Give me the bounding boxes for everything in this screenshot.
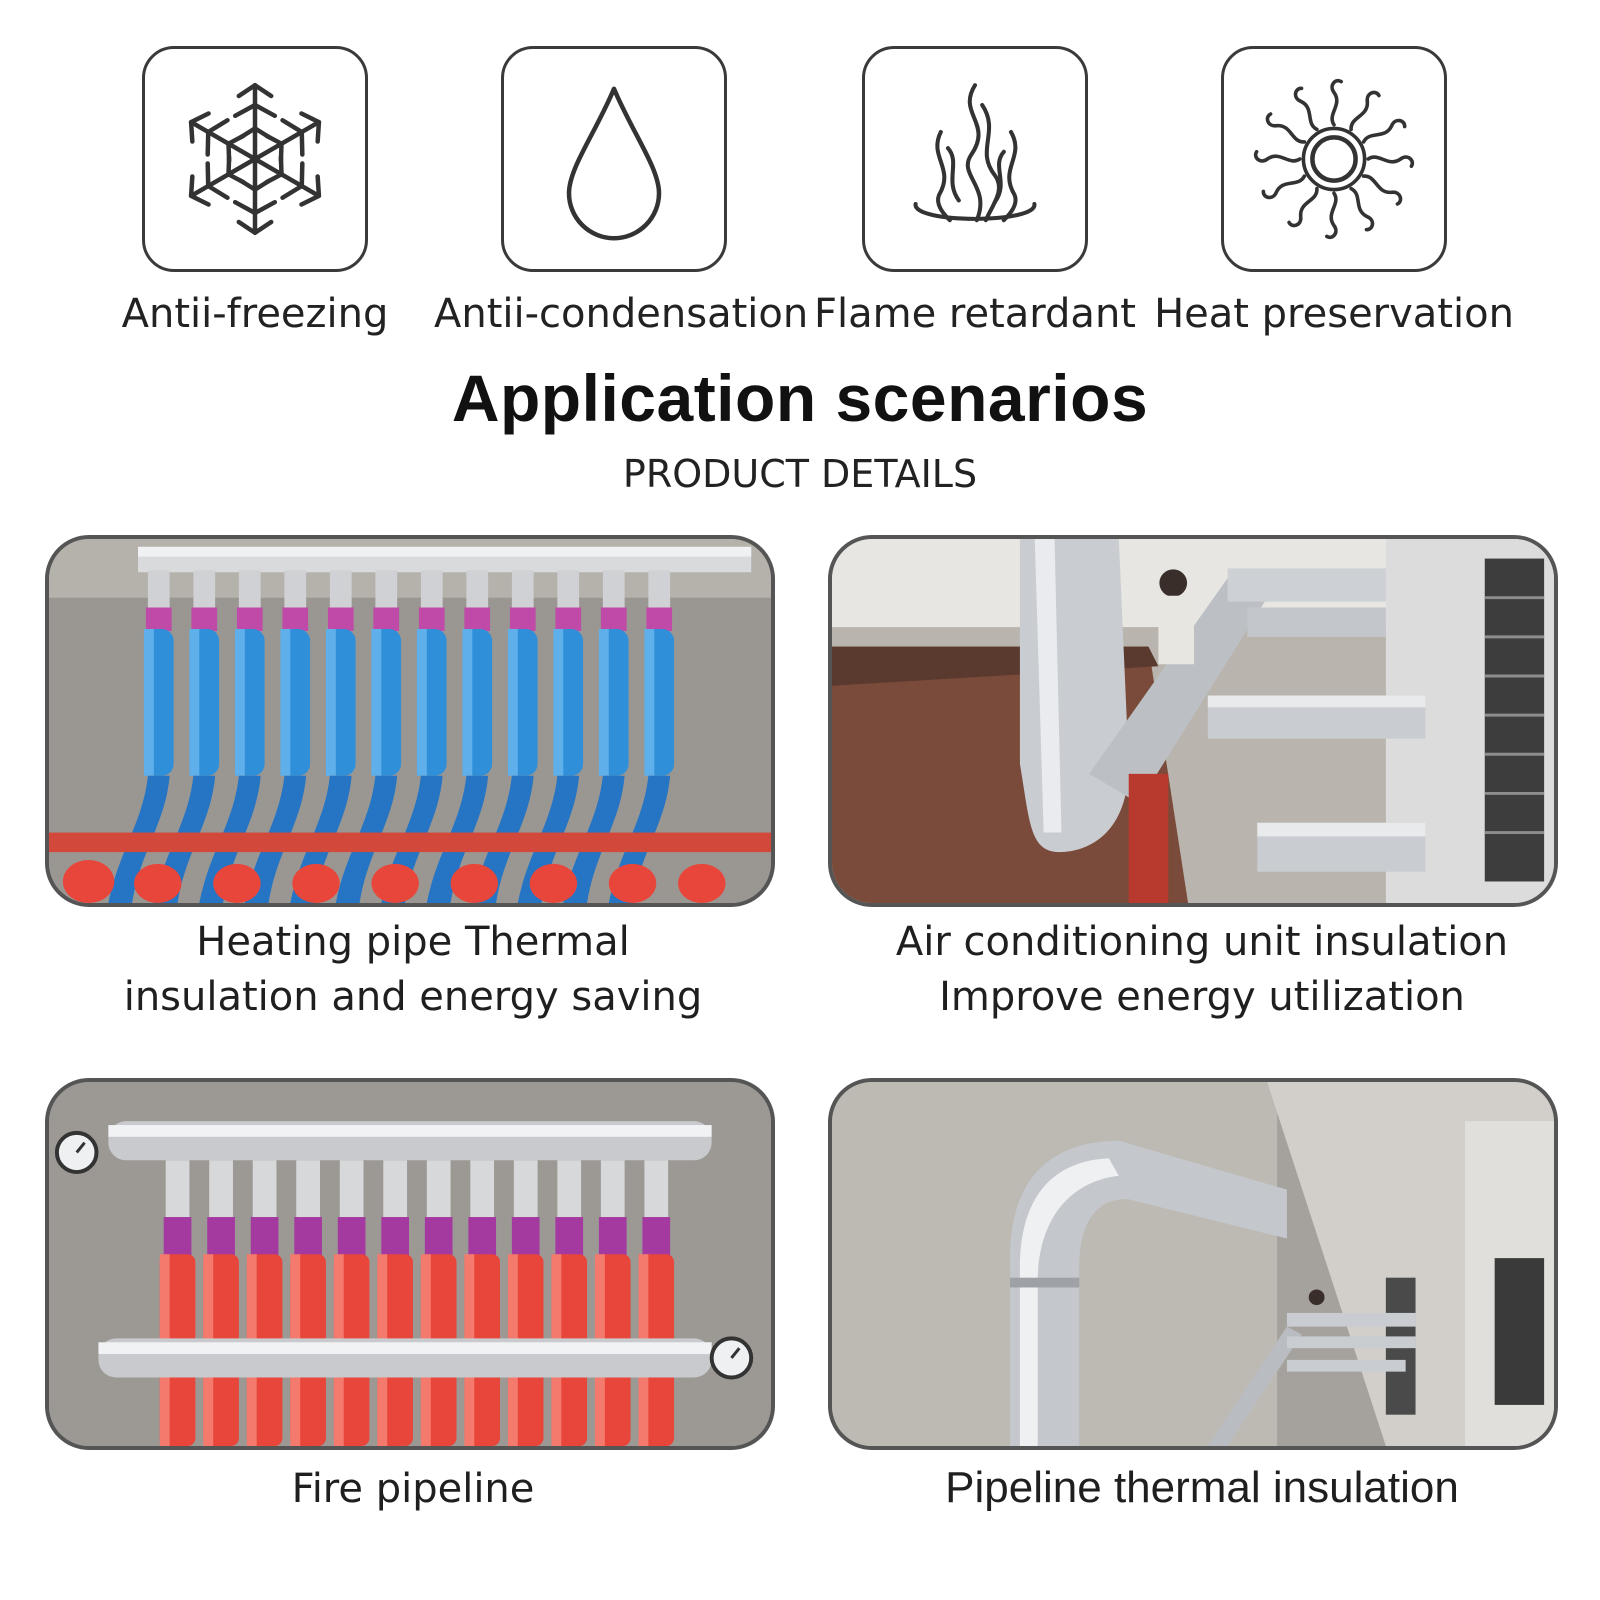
feature-label: Antii-condensation [434,291,809,337]
feature-icon-box [501,46,727,272]
section-title: Application scenarios [451,361,1149,435]
sun-icon [1253,78,1415,240]
feature-icon-box [1221,46,1447,272]
snowflake-icon [165,82,345,249]
caption-heating-pipe: Heating pipe Thermal insulation and ener… [33,915,793,1025]
photo-heating-pipe [45,535,775,907]
caption-line: Air conditioning unit insulation [895,919,1509,965]
feature-label: Antii-freezing [121,291,389,337]
caption-line: insulation and energy saving [123,974,703,1020]
section-subtitle: PRODUCT DETAILS [622,452,978,496]
feature-icon-box [142,46,368,272]
water-drop-icon [566,86,662,241]
feature-flame-retardant: Flame retardant [795,46,1155,338]
caption-line: Improve energy utilization [939,974,1465,1020]
photo-fire-pipeline [45,1078,775,1450]
pipeline-insulation-illustration [832,1082,1554,1446]
caption-line: Pipeline thermal insulation [945,1463,1459,1512]
feature-label: Flame retardant [814,291,1136,337]
feature-anticondensation: Antii-condensation [434,46,809,338]
feature-heat-preservation: Heat preservation [1154,46,1514,338]
feature-label: Heat preservation [1154,291,1514,337]
ac-pipe-illustration [832,539,1554,903]
heating-pipe-illustration [49,539,771,903]
caption-pipeline-insulation: Pipeline thermal insulation [822,1460,1582,1515]
caption-line: Heating pipe Thermal [196,919,630,965]
flame-icon [913,83,1037,223]
photo-air-conditioning [828,535,1558,907]
feature-antifreezing: Antii-freezing [75,46,435,338]
caption-line: Fire pipeline [291,1466,535,1512]
photo-pipeline-insulation [828,1078,1558,1450]
caption-fire-pipeline: Fire pipeline [33,1462,793,1517]
feature-icon-box [862,46,1088,272]
caption-air-conditioning: Air conditioning unit insulation Improve… [822,915,1582,1025]
fire-pipeline-illustration [49,1082,771,1446]
